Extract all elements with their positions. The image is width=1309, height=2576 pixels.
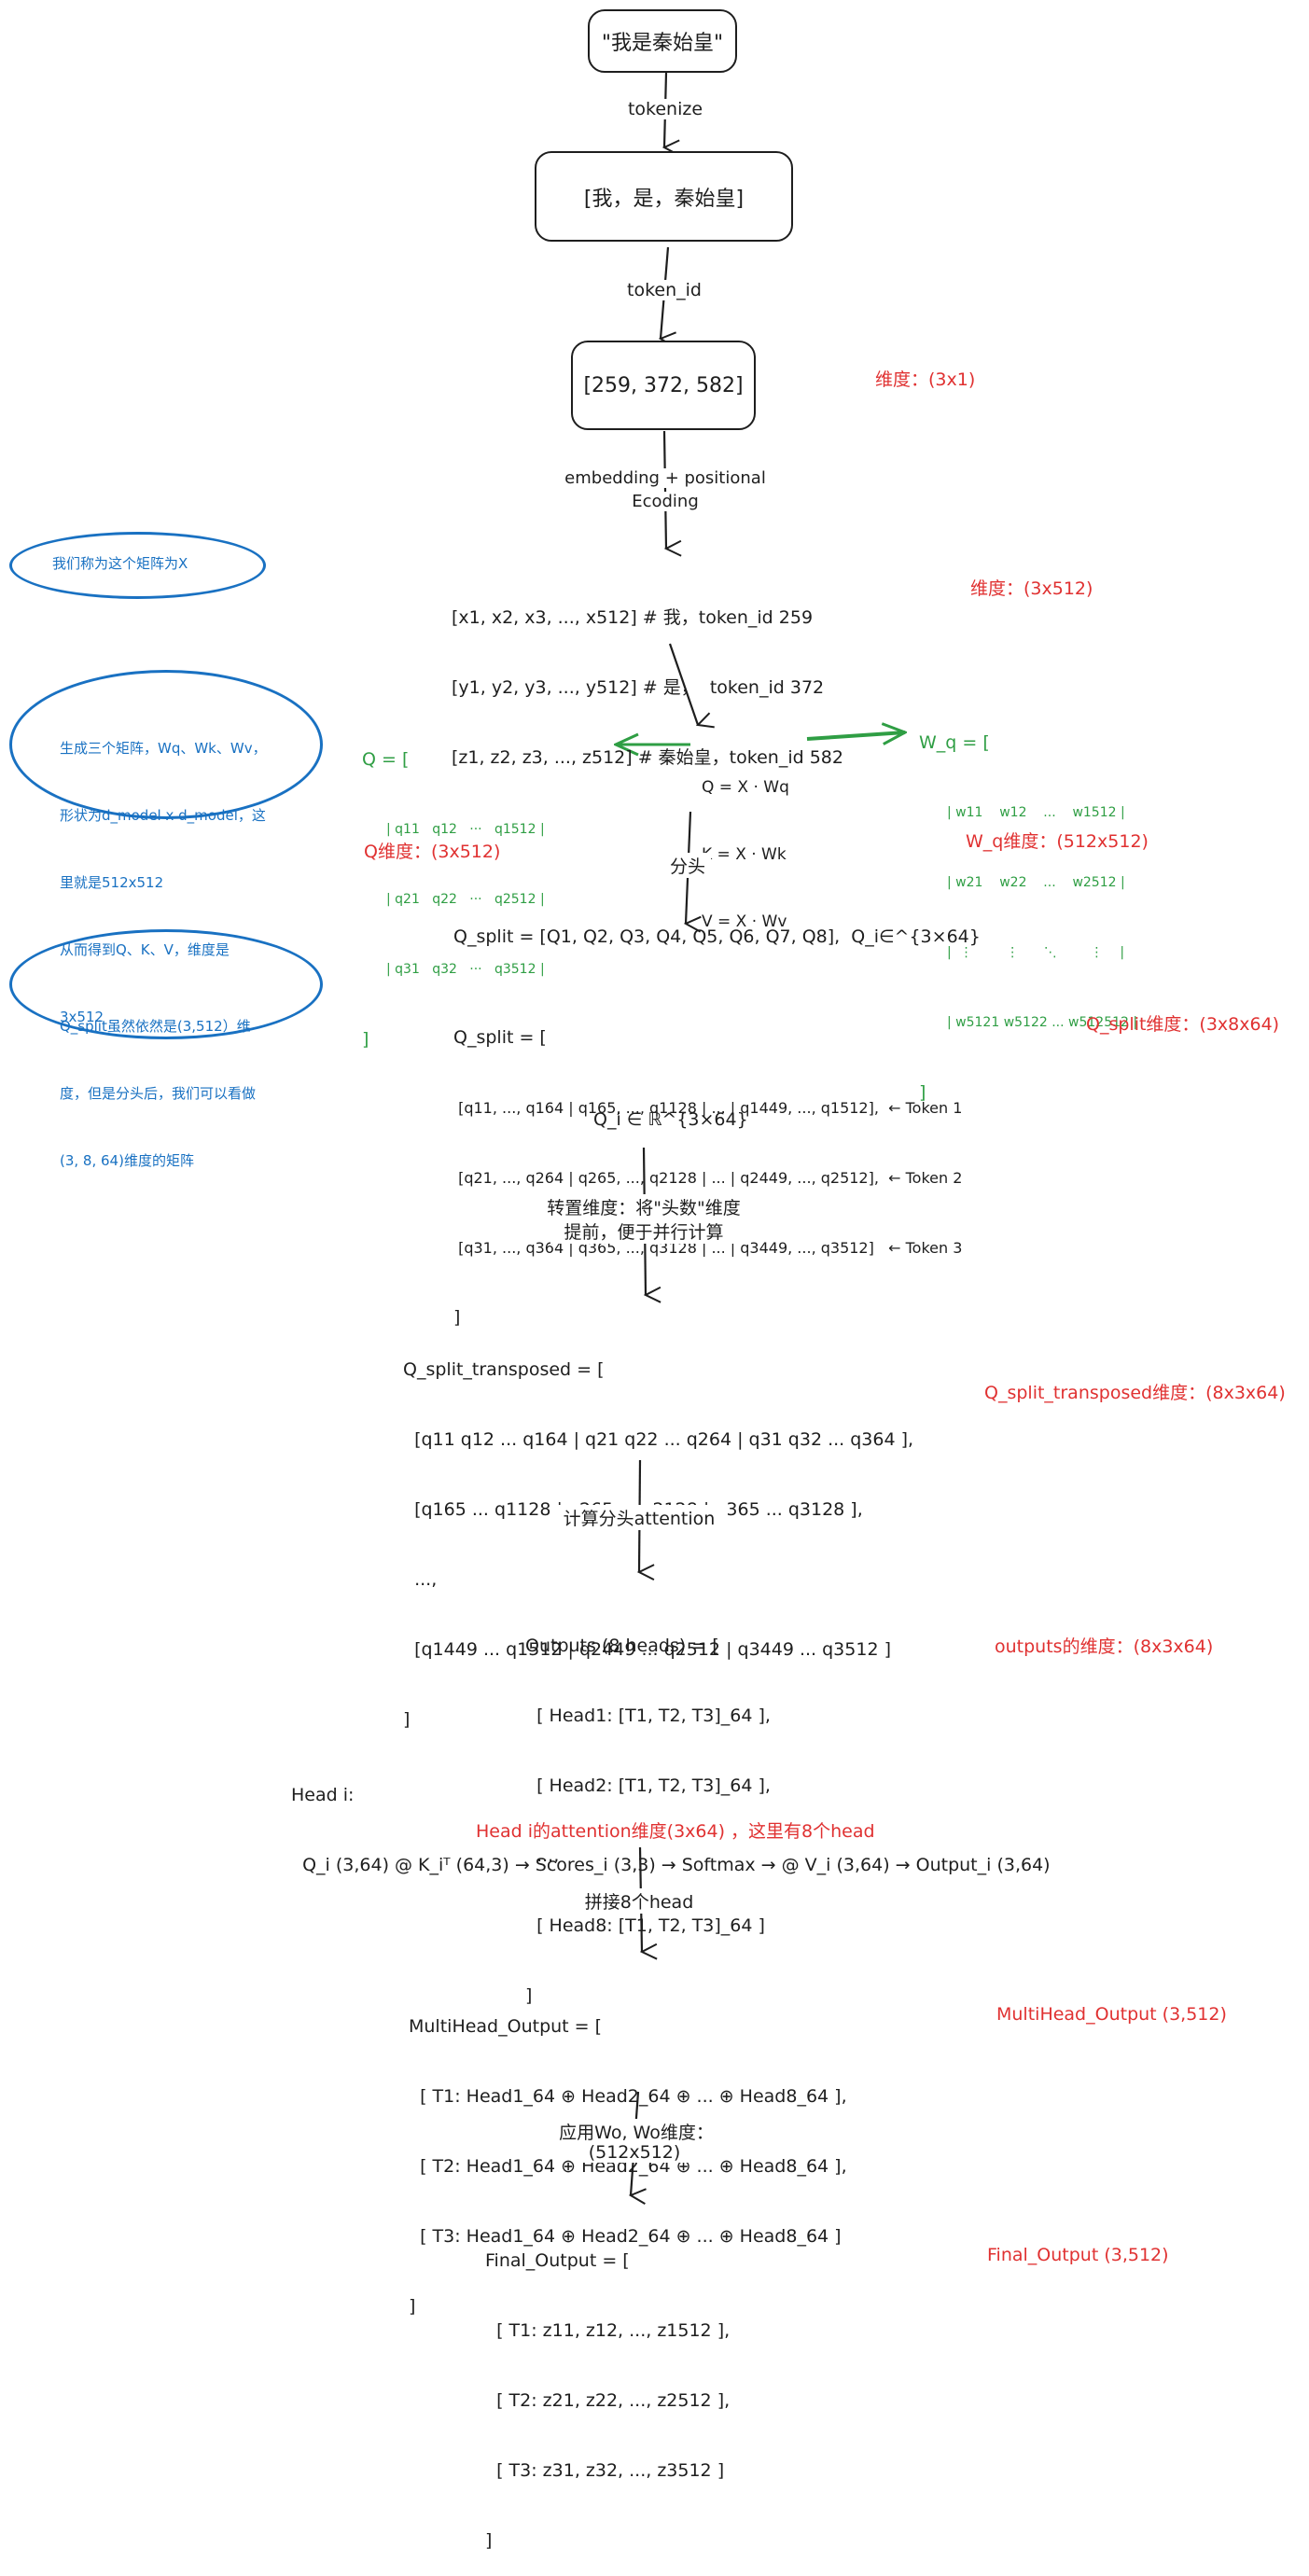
final-close: ] <box>485 2530 493 2551</box>
wq-matrix-row: | w21 w22 ... w2512 | <box>947 875 1125 890</box>
q-split-transposed-close: ] <box>403 1709 411 1730</box>
q-split-row: [q11, ..., q164 | q165, ..., q1128 | ...… <box>453 1099 963 1117</box>
final-dim-annotation: Final_Output (3,512) <box>987 2245 1169 2265</box>
tokens-node: [我，是，秦始皇] <box>535 151 793 242</box>
outputs-close: ] <box>525 1985 533 2006</box>
concat-heads-label: 拼接8个head <box>574 1888 704 1914</box>
q-split-list: Q_split = [Q1, Q2, Q3, Q4, Q5, Q6, Q7, Q… <box>453 926 981 947</box>
embedding-label-line1: embedding + positional <box>558 468 773 488</box>
token-ids-text: [259, 372, 582] <box>583 373 744 397</box>
note-line: Q_split虽然依然是(3,512）维 <box>60 1018 251 1035</box>
q-split-row: [q21, ..., q264 | q265, ..., q2128 | ...… <box>453 1169 963 1187</box>
outputs-dim-annotation: outputs的维度：(8x3x64) <box>995 1636 1214 1657</box>
embedding-row: [x1, x2, x3, ..., x512] # 我，token_id 259 <box>452 607 814 628</box>
wq-matrix: W_q = [ | w11 w12 ... w1512 | | w21 w22 … <box>919 685 1137 1128</box>
embedding-matrix: [x1, x2, x3, ..., x512] # 我，token_id 259… <box>452 560 843 793</box>
input-text: "我是秦始皇" <box>601 32 724 55</box>
multihead-output-block: MultiHead_Output = [ [ T1: Head1_64 ⊕ He… <box>409 1969 847 2342</box>
note-line: 生成三个矩阵，Wq、Wk、Wv， <box>60 740 267 757</box>
q-i-shape: Q_i ∈ ℝ^{3×64} <box>593 1109 748 1130</box>
note-x-text: 我们称为这个矩阵为X <box>52 555 188 572</box>
q-formula: Q = X · Wq <box>702 778 789 797</box>
q-matrix-close: ] <box>362 1029 369 1050</box>
q-split-close: ] <box>453 1307 461 1328</box>
note-ellipse-weights <box>9 670 323 819</box>
multihead-close: ] <box>409 2296 416 2317</box>
note-line: (3, 8, 64)维度的矩阵 <box>60 1152 194 1169</box>
wq-matrix-row: | w11 w12 ... w1512 | <box>947 805 1125 820</box>
tokenize-label: tokenize <box>623 99 707 119</box>
note-line: 度，但是分头后，我们可以看做 <box>60 1085 257 1102</box>
final-output-block: Final_Output = [ [ T1: z11, z12, ..., z1… <box>485 2203 730 2576</box>
transpose-label-line2: 提前，便于并行计算 <box>550 1218 737 1244</box>
apply-wo-label-line2: (512x512) <box>578 2142 690 2163</box>
embedding-dim-annotation: 维度：(3x512) <box>970 578 1093 599</box>
token-id-label: token_id <box>618 280 711 300</box>
q-split-transposed-row: [q1449 ... q1512 | q2449 ... q2512 | q34… <box>403 1639 891 1660</box>
tokens-text: [我，是，秦始皇] <box>583 187 745 211</box>
q-split-transposed-row: ..., <box>403 1569 438 1590</box>
wq-matrix-open: W_q = [ <box>919 732 990 753</box>
q-split-matrix: Q_split = [ [q11, ..., q164 | q165, ...,… <box>453 980 962 1353</box>
final-row: [ T3: z31, z32, ..., z3512 ] <box>485 2460 725 2481</box>
token-ids-dim-annotation: 维度：(3x1) <box>875 369 976 390</box>
final-row: [ T1: z11, z12, ..., z1512 ], <box>485 2320 731 2341</box>
embedding-row: [z1, z2, z3, ..., z512] # 秦始皇，token_id 5… <box>452 747 843 768</box>
wq-dim-annotation: W_q维度：(512x512) <box>966 831 1149 852</box>
wq-matrix-row: | ⋮ ⋮ ⋱ ⋮ | <box>947 945 1125 960</box>
arrow-embedding <box>662 430 666 549</box>
q-split-transposed-open: Q_split_transposed = [ <box>403 1359 605 1380</box>
outputs-open: Outputs (8 heads) = [ <box>525 1636 719 1656</box>
final-row: [ T2: z21, z22, ..., z2512 ], <box>485 2390 731 2411</box>
v-formula: V = X · Wv <box>702 912 787 931</box>
head-attention-dim-annotation: Head i的attention维度(3x64) ，这里有8个head <box>476 1821 875 1842</box>
q-matrix-row: | q11 q12 ··· q1512 | <box>386 822 545 837</box>
multihead-row: [ T3: Head1_64 ⊕ Head2_64 ⊕ ... ⊕ Head8_… <box>409 2226 842 2247</box>
compute-attention-label: 计算分头attention <box>550 1505 728 1530</box>
outputs-row: [ Head2: [T1, T2, T3]_64 ], <box>525 1775 771 1796</box>
embedding-label-line2: Ecoding <box>616 492 715 511</box>
q-split-open: Q_split = [ <box>453 1027 547 1048</box>
split-heads-label: 分头 <box>664 853 711 878</box>
input-text-node: "我是秦始皇" <box>588 9 737 73</box>
q-matrix-open: Q = [ <box>362 749 410 770</box>
wq-matrix-row: | w5121 w5122 ... w512512 | <box>947 1015 1138 1030</box>
wq-matrix-close: ] <box>919 1082 926 1103</box>
q-matrix: Q = [ | q11 q12 ··· q1512 | | q21 q22 ··… <box>362 702 545 1075</box>
k-formula: K = X · Wk <box>702 845 787 864</box>
token-ids-node: [259, 372, 582] <box>571 341 756 430</box>
q-split-dim-annotation: Q_split维度：(3x8x64) <box>1086 1014 1280 1035</box>
apply-wo-label-line1: 应用Wo, Wo维度： <box>543 2119 730 2144</box>
embedding-row: [y1, y2, y3, ..., y512] # 是， token_id 37… <box>452 677 825 698</box>
multihead-open: MultiHead_Output = [ <box>409 2016 603 2037</box>
note-line: 里就是512x512 <box>60 874 164 891</box>
transpose-label-line1: 转置维度：将"头数"维度 <box>536 1194 751 1219</box>
note-split-text: Q_split虽然依然是(3,512）维 度，但是分头后，我们可以看做 (3, … <box>60 970 256 1194</box>
note-ellipse-x <box>9 532 266 599</box>
qkv-formulas: Q = X · Wq K = X · Wk V = X · Wv <box>702 731 789 955</box>
outputs-row: ..., <box>525 1845 560 1866</box>
outputs-row: [ Head1: [T1, T2, T3]_64 ], <box>525 1706 771 1726</box>
q-matrix-row: | q31 q32 ··· q3512 | <box>386 962 545 977</box>
q-split-transposed-row: [q11 q12 ... q164 | q21 q22 ... q264 | q… <box>403 1429 914 1450</box>
final-open: Final_Output = [ <box>485 2250 630 2271</box>
outputs-row: [ Head8: [T1, T2, T3]_64 ] <box>525 1915 765 1936</box>
note-ellipse-split <box>9 929 323 1039</box>
outputs-block: Outputs (8 heads) = [ [ Head1: [T1, T2, … <box>525 1588 771 2031</box>
q-matrix-row: | q21 q22 ··· q2512 | <box>386 892 545 907</box>
multihead-dim-annotation: MultiHead_Output (3,512) <box>996 2004 1227 2025</box>
q-split-transposed-dim-annotation: Q_split_transposed维度：(8x3x64) <box>984 1383 1286 1403</box>
multihead-row: [ T1: Head1_64 ⊕ Head2_64 ⊕ ... ⊕ Head8_… <box>409 2086 847 2107</box>
q-dim-annotation: Q维度：(3x512) <box>364 842 501 862</box>
head-i-title: Head i: <box>291 1785 355 1805</box>
head-i-block: Head i: Q_i (3,64) @ K_iᵀ (64,3) → Score… <box>291 1737 1051 1901</box>
head-i-formula: Q_i (3,64) @ K_iᵀ (64,3) → Scores_i (3,3… <box>291 1855 1051 1875</box>
note-line: 形状为d_model x d_model，这 <box>60 807 266 824</box>
